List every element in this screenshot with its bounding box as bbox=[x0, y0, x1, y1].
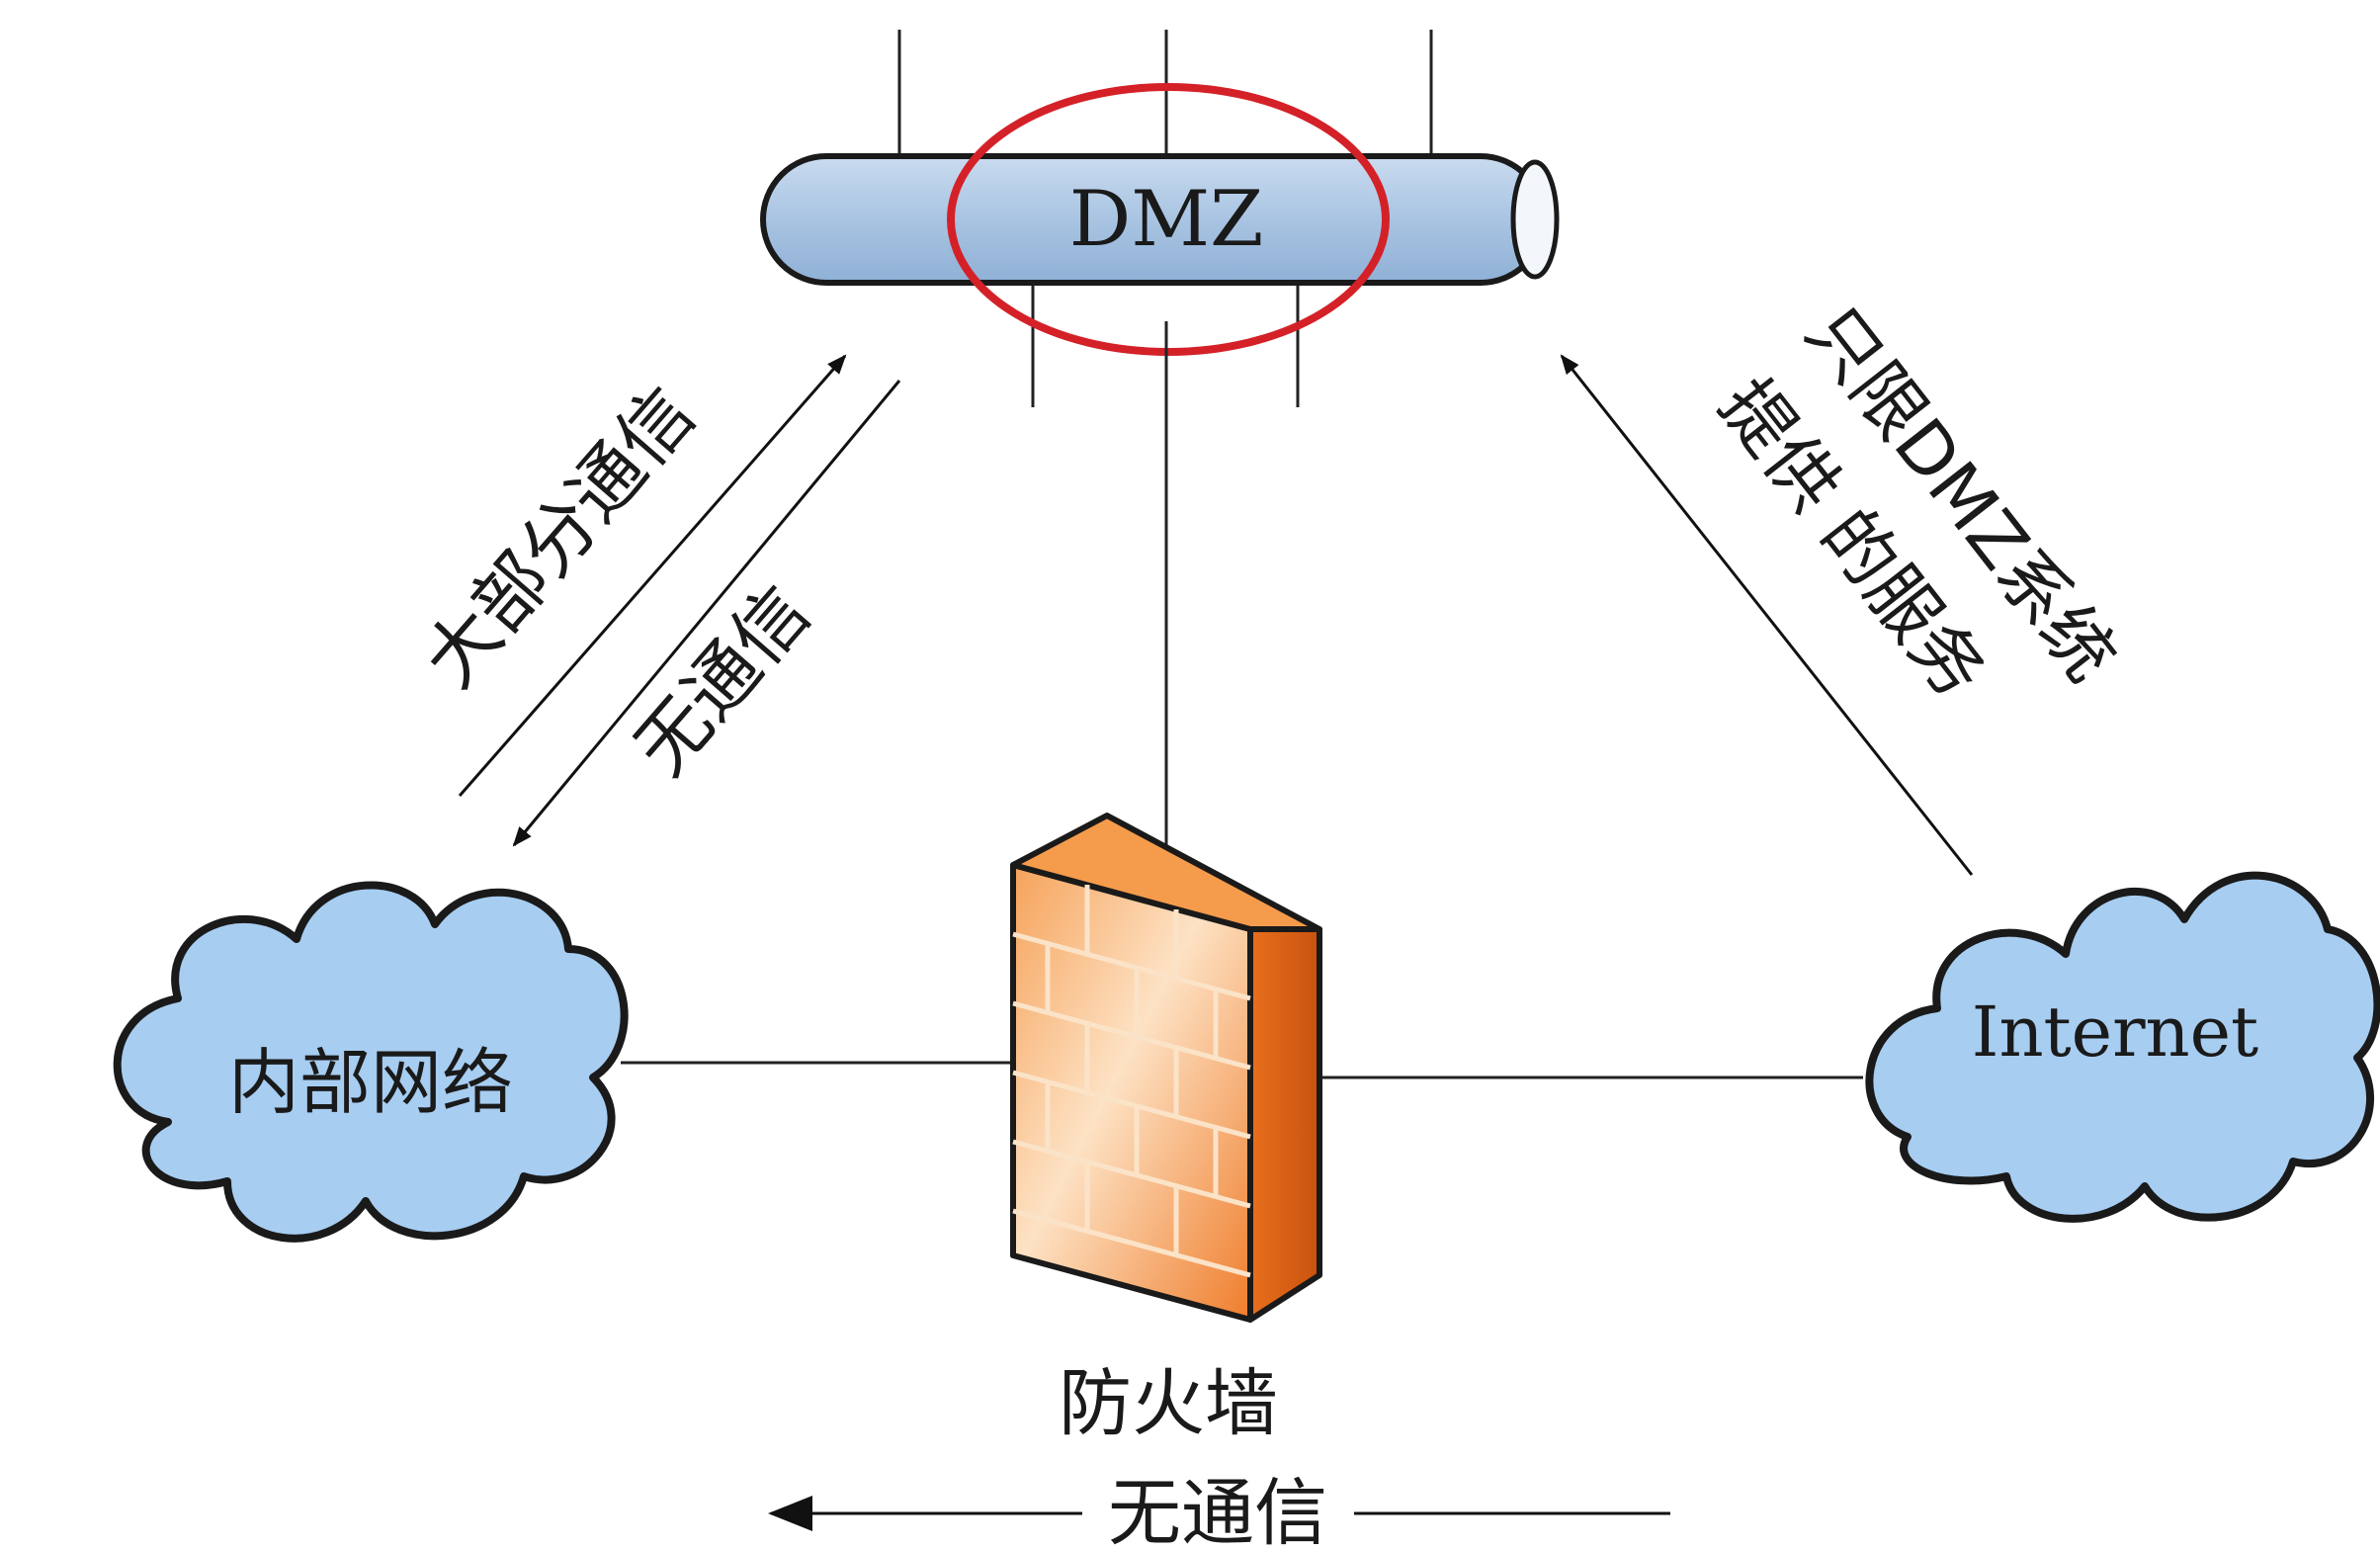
internet-label: Internet bbox=[1972, 991, 2258, 1073]
internal-network-cloud bbox=[113, 881, 629, 1243]
flow-label-internet-to-internal: 无通信 bbox=[1108, 1471, 1327, 1550]
dmz-highlight-ellipse bbox=[947, 83, 1390, 356]
firewall-label: 防火墙 bbox=[1059, 1361, 1278, 1446]
internet-cloud bbox=[1865, 871, 2380, 1223]
arrow-internal-to-dmz bbox=[458, 354, 847, 797]
dmz-bottom-connectors bbox=[1031, 282, 1300, 407]
arrow-dmz-to-internal bbox=[512, 380, 901, 847]
dmz-label: DMZ bbox=[1069, 175, 1264, 264]
internal-network-label: 内部网络 bbox=[228, 1041, 513, 1124]
firewall-icon bbox=[1010, 813, 1322, 1323]
arrow-internet-to-dmz bbox=[1560, 354, 1974, 876]
flow-label-internal-to-dmz: 大部分通信 bbox=[407, 372, 712, 704]
dmz-top-connectors bbox=[897, 30, 1433, 156]
